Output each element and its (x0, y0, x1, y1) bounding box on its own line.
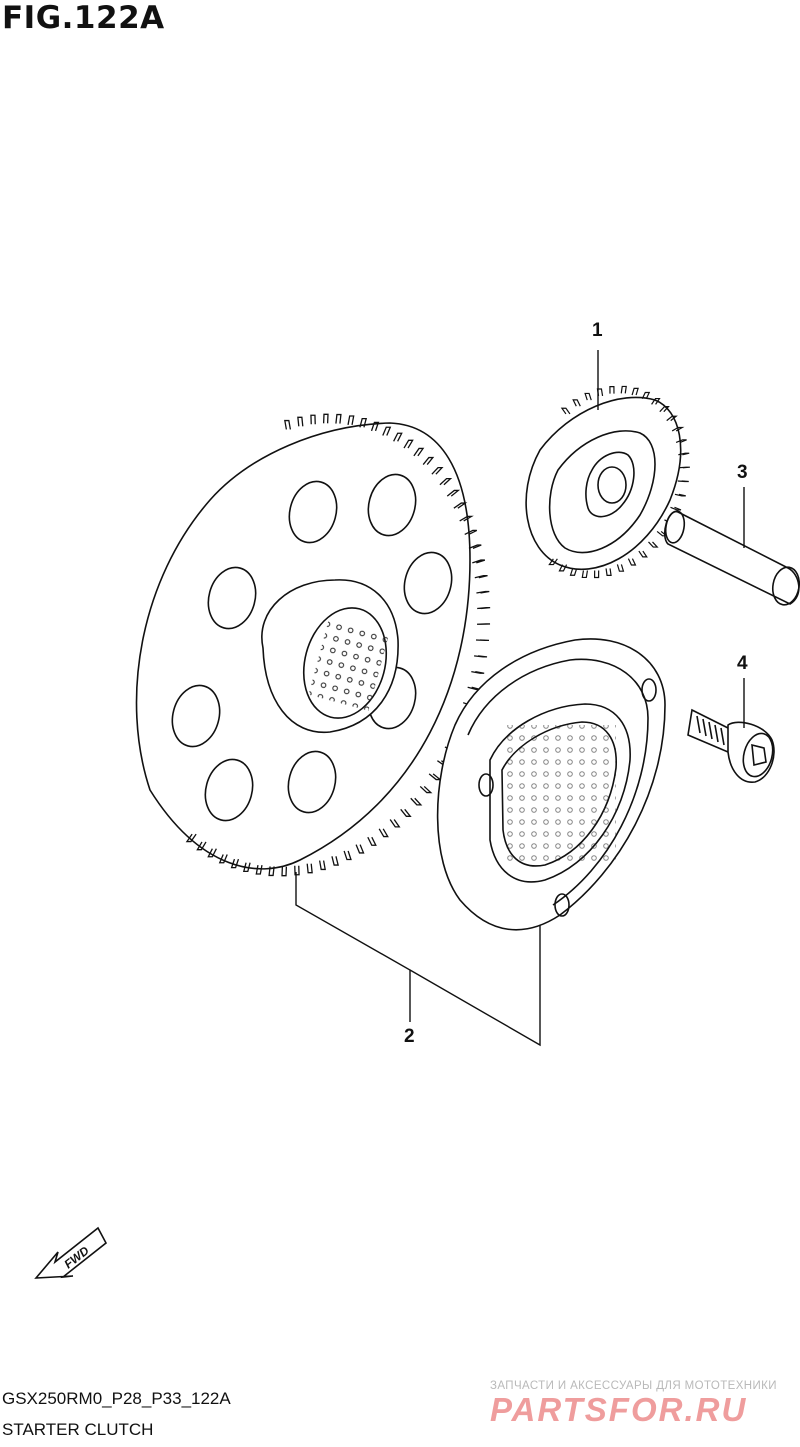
callout-4[interactable]: 4 (737, 653, 748, 674)
gear-tooth (675, 439, 687, 443)
gear-tooth (422, 456, 435, 465)
gear-tooth (306, 863, 313, 874)
gear-tooth (322, 413, 329, 424)
gear-tooth (659, 405, 670, 413)
gear-tooth (207, 848, 217, 858)
gear-tooth (230, 858, 240, 869)
watermark-brand: PARTSFOR.RU (490, 1391, 748, 1428)
gear-tooth (403, 439, 414, 449)
gear-tooth (413, 447, 425, 457)
gear-tooth (378, 828, 389, 838)
gear-tooth (242, 862, 251, 873)
gear-tooth (678, 466, 690, 469)
gear-tooth (284, 419, 292, 430)
gear-tooth (431, 466, 444, 475)
gear-tooth (347, 415, 355, 425)
gear-tooth (185, 833, 197, 843)
gear-tooth (464, 529, 478, 535)
leader-lines (295, 350, 745, 1047)
gear-tooth (410, 797, 423, 806)
gear-tooth (651, 397, 661, 405)
gear-tooth (609, 386, 615, 394)
gear-tooth (560, 407, 571, 415)
gear-tooth (620, 385, 627, 394)
gear-tooth (572, 399, 581, 407)
clutch-bolt (687, 708, 775, 783)
gear-tooth (548, 558, 558, 566)
gear-tooth (677, 480, 689, 483)
gear-tooth (389, 819, 401, 828)
figure-code: GSX250RM0_P28_P33_122A (2, 1389, 231, 1408)
fwd-arrow: FWD (34, 1226, 108, 1279)
gear-tooth (297, 416, 304, 427)
gear-tooth (671, 426, 685, 432)
gear-tooth (674, 493, 686, 497)
gear-tooth (476, 590, 490, 594)
gear-tooth (382, 426, 392, 436)
gear-tooth (268, 866, 275, 877)
gear-tooth (281, 866, 288, 877)
callout-3[interactable]: 3 (737, 462, 748, 483)
gear-tooth (477, 606, 491, 610)
gear-tooth (310, 414, 316, 425)
gear-tooth (439, 477, 453, 486)
gear-tooth (648, 541, 659, 548)
gear-tooth (474, 574, 488, 579)
gear-tooth (370, 421, 380, 432)
gear-tooth (453, 502, 468, 509)
callout-1[interactable]: 1 (592, 320, 603, 341)
gear-tooth (400, 808, 412, 817)
gear-tooth (605, 568, 612, 576)
gear-tooth (459, 515, 474, 522)
gear-tooth (196, 841, 207, 851)
gear-tooth (666, 415, 678, 422)
gear-tooth (593, 570, 600, 579)
gear-tooth (627, 558, 637, 566)
gear-tooth (428, 773, 442, 781)
gear-tooth (359, 417, 368, 428)
gear-tooth (581, 570, 589, 579)
gear-tooth (318, 860, 326, 871)
gear-tooth (255, 865, 263, 875)
gear-tooth (471, 670, 485, 674)
one-way-clutch (436, 638, 666, 931)
gear-tooth (638, 550, 648, 558)
gear-tooth (670, 506, 682, 511)
gear-tooth (367, 836, 377, 846)
starter-driven-gear (135, 413, 491, 877)
gear-tooth (474, 655, 488, 658)
gear-tooth (569, 568, 578, 576)
gear-tooth (558, 564, 568, 572)
gear-tooth (331, 856, 339, 866)
gear-tooth (678, 452, 690, 456)
gear-tooth (393, 432, 403, 442)
gear-tooth (294, 865, 300, 876)
watermark-subtitle: ЗАПЧАСТИ И АКСЕССУАРЫ ДЛЯ МОТОТЕХНИКИ (490, 1380, 777, 1392)
gear-tooth (641, 391, 651, 400)
callout-2[interactable]: 2 (404, 1026, 415, 1047)
gear-tooth (631, 387, 639, 396)
figure-title: FIG.122A (2, 0, 165, 36)
gear-tooth (419, 785, 433, 794)
gear-tooth (468, 544, 482, 549)
gear-tooth (472, 559, 486, 564)
gear-tooth (446, 489, 461, 497)
gear-tooth (355, 844, 365, 854)
gear-tooth (343, 850, 352, 861)
figure-name: STARTER CLUTCH (2, 1420, 154, 1439)
gear-tooth (218, 854, 228, 864)
gear-tooth (335, 413, 342, 424)
gear-tooth (616, 564, 625, 572)
gear-tooth (584, 392, 592, 401)
idle-gear-shaft (663, 510, 800, 606)
idle-gear (525, 385, 690, 579)
